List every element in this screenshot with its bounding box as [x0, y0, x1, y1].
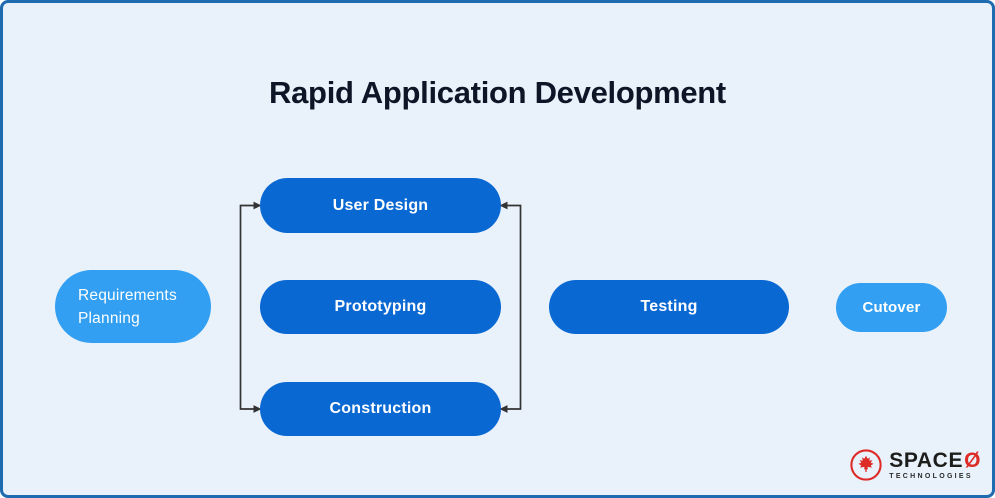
node-label: Construction [329, 400, 432, 417]
node-requirements-planning: Requirements Planning [55, 270, 211, 343]
node-user-design: User Design [260, 178, 501, 233]
left-loop-line [239, 204, 255, 410]
logo-brand-row: SPACE Ø [889, 450, 981, 471]
node-label: Cutover [862, 299, 921, 316]
node-label: Testing [640, 298, 698, 315]
page-title: Rapid Application Development [269, 75, 726, 110]
node-label: User Design [332, 196, 429, 214]
node-cutover: Cutover [836, 283, 947, 332]
node-construction: Construction [260, 382, 501, 436]
maple-leaf-icon [850, 449, 882, 481]
node-prototyping: Prototyping [260, 280, 501, 334]
logo-subtitle: TECHNOLOGIES [889, 473, 973, 480]
node-label: Requirements Planning [78, 286, 177, 327]
node-label: Prototyping [334, 298, 427, 315]
logo-text: SPACE Ø TECHNOLOGIES [889, 450, 981, 480]
right-loop-line [506, 204, 522, 410]
logo-brand-space: SPACE [889, 449, 964, 472]
spaceo-logo: SPACE Ø TECHNOLOGIES [849, 448, 981, 482]
node-testing: Testing [549, 280, 789, 334]
logo-brand-o-slash: Ø [964, 449, 981, 472]
